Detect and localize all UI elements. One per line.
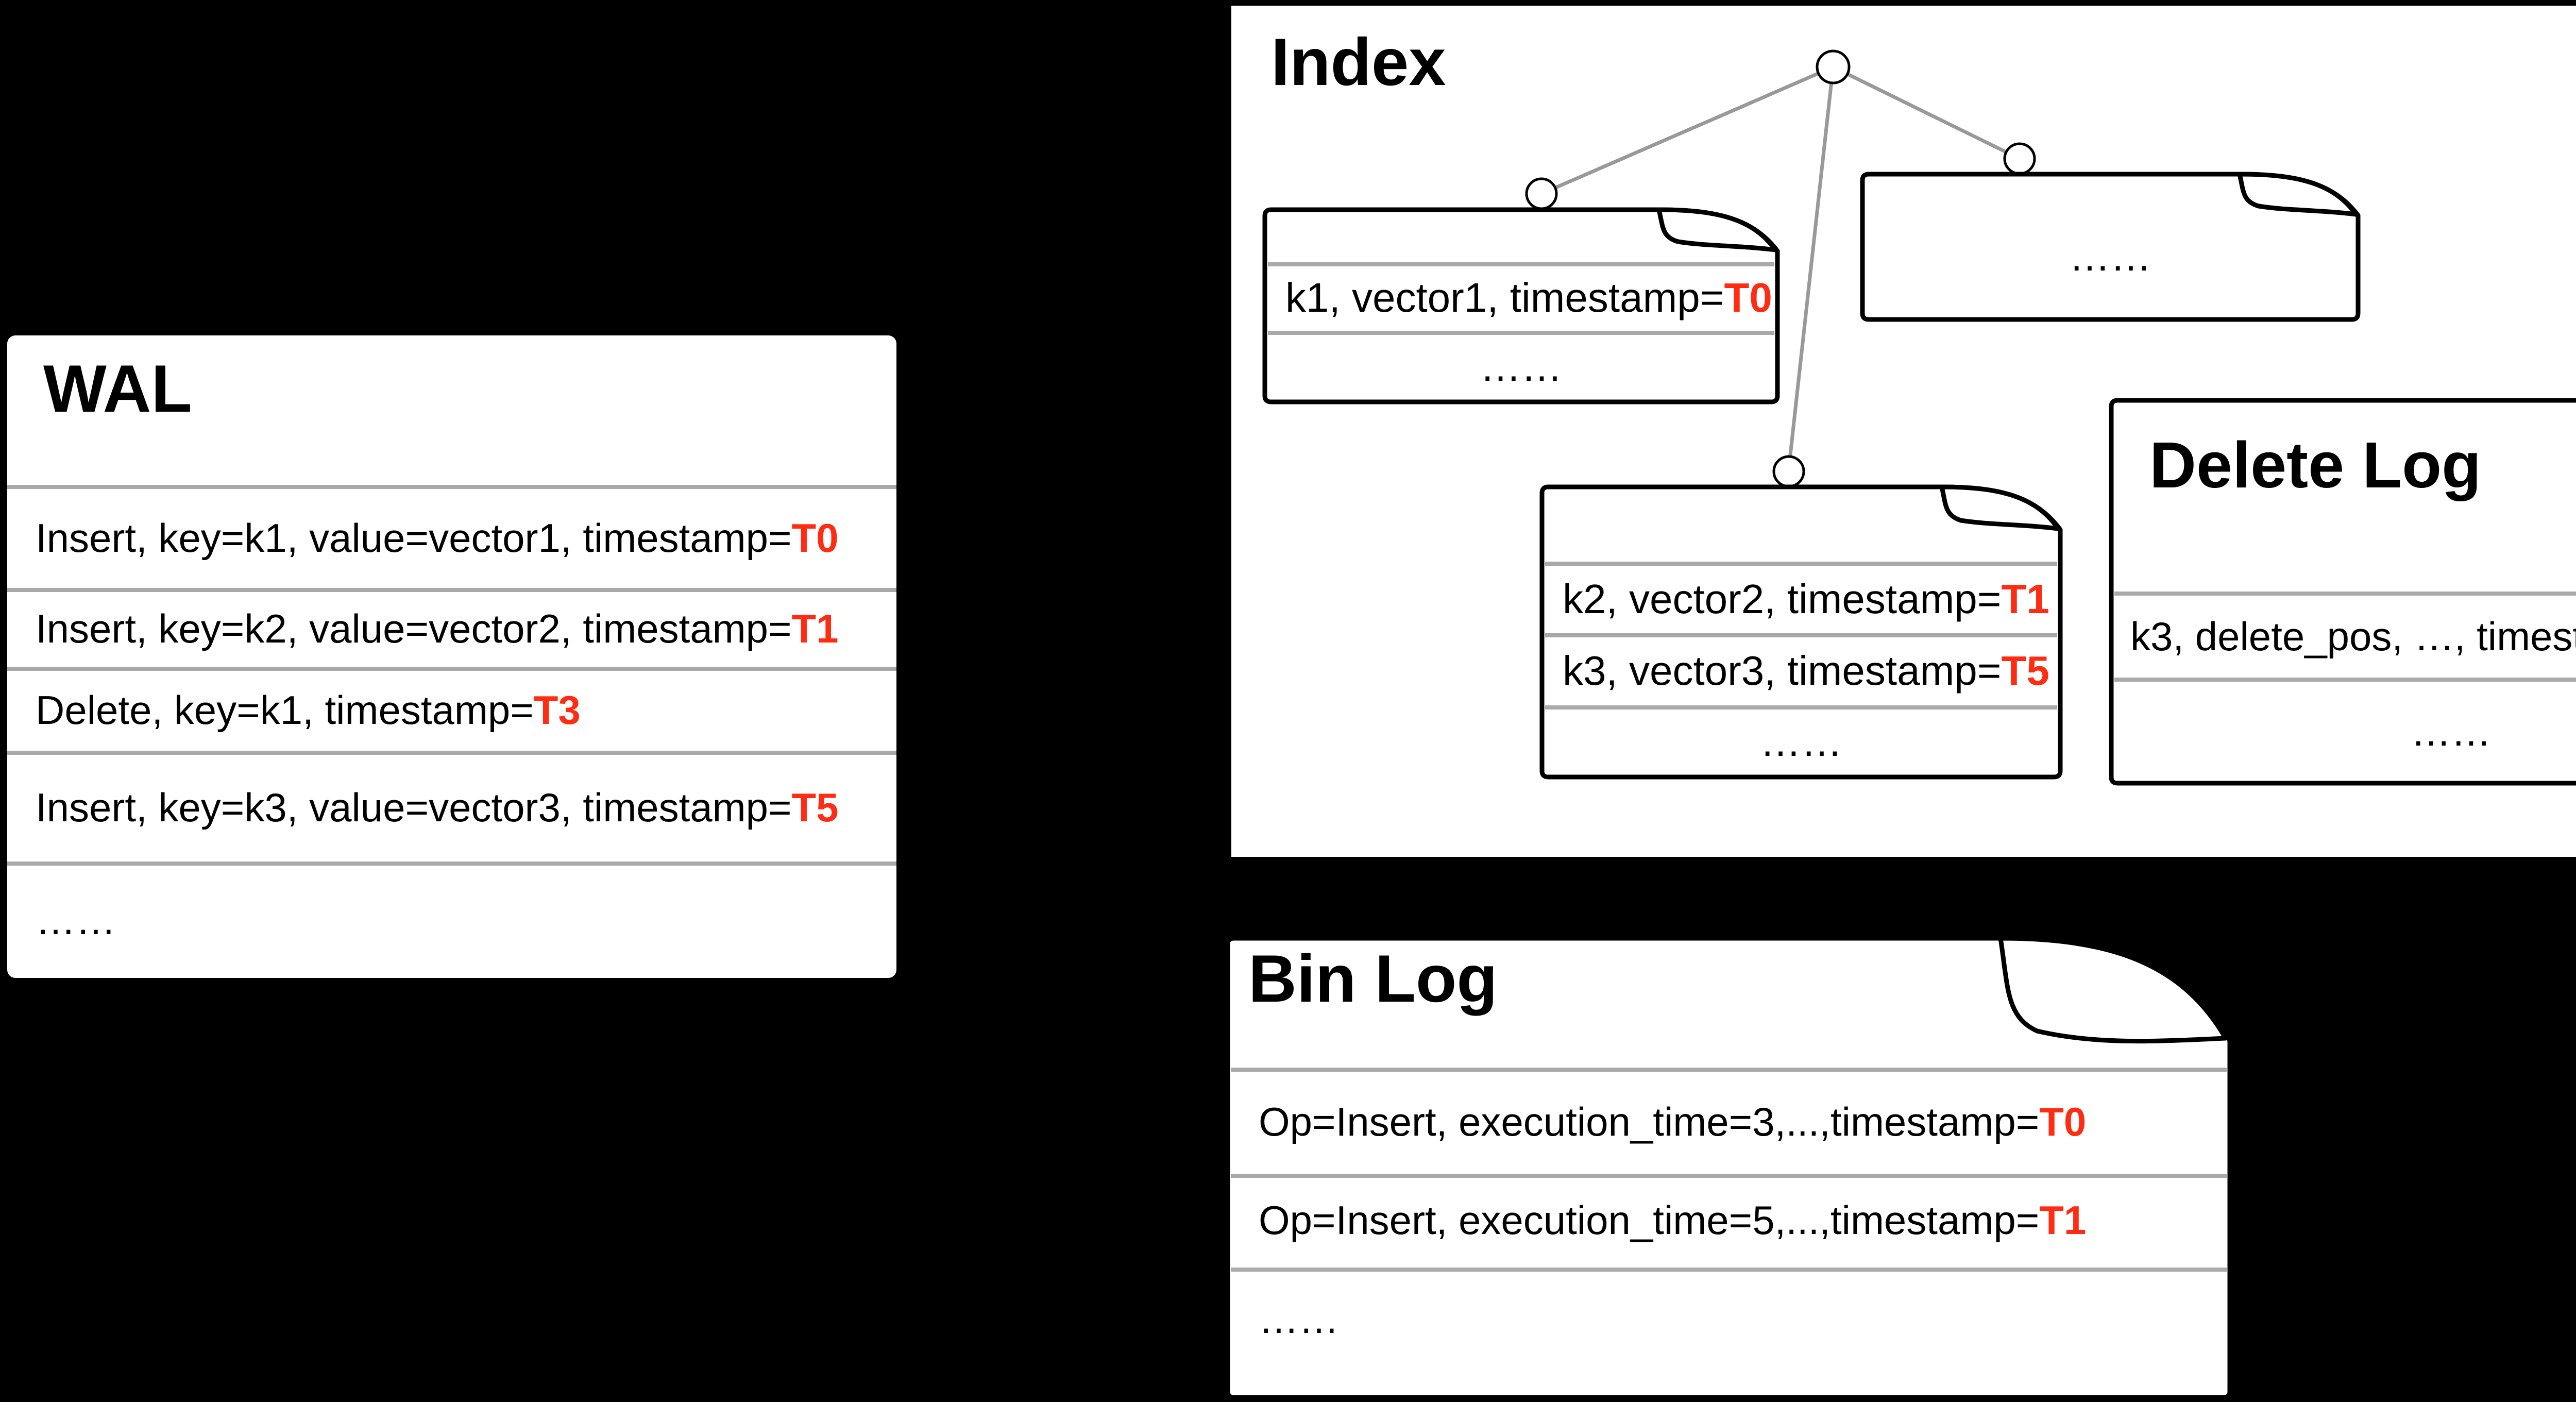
segment-row-text: ……	[2069, 233, 2151, 279]
wal-row: Insert, key=k1, value=vector1, timestamp…	[36, 518, 839, 558]
segment-row-text: ……	[1760, 719, 1842, 765]
wal-row: Insert, key=k3, value=vector3, timestamp…	[36, 787, 839, 827]
timestamp-badge: T5	[791, 785, 839, 830]
segment3-row: k3, vector3, timestamp=T5	[1563, 650, 2049, 691]
wal-row-text: ……	[36, 898, 116, 943]
tree-node-icon	[1525, 177, 1558, 210]
segment-row-text: k3, vector3, timestamp=	[1563, 648, 2002, 694]
divider	[7, 667, 896, 671]
tree-edge	[1787, 66, 1835, 469]
delete-log-title: Delete Log	[2149, 429, 2482, 501]
wal-row: Insert, key=k2, value=vector2, timestamp…	[36, 609, 839, 649]
timestamp-badge: T1	[791, 606, 839, 651]
timestamp-badge: T0	[791, 515, 839, 561]
wal-row-text: Insert, key=k2, value=vector2, timestamp…	[36, 606, 792, 651]
divider	[1231, 1068, 2227, 1072]
folded-corner-icon	[2237, 172, 2359, 217]
timestamp-badge: T5	[2001, 648, 2049, 694]
divider	[1545, 705, 2057, 710]
divider	[1231, 1174, 2227, 1178]
delete-log-row-text: ……	[2411, 709, 2492, 754]
divider	[2114, 678, 2576, 682]
bin-log-row-ellipsis: ……	[1259, 1299, 1339, 1339]
divider	[1268, 262, 1774, 266]
bin-log-row-text: Op=Insert, execution_time=5,...,timestam…	[1259, 1197, 2040, 1243]
timestamp-badge: T1	[2039, 1197, 2087, 1243]
tree-node-icon	[1772, 455, 1805, 488]
bin-log-row: Op=Insert, execution_time=3,...,timestam…	[1259, 1102, 2086, 1142]
timestamp-badge: T3	[533, 687, 581, 733]
segment1-row: k1, vector1, timestamp=T0	[1285, 277, 1772, 318]
divider	[2114, 592, 2576, 596]
tree-edge	[1540, 65, 1834, 196]
segment2-row-ellipsis: ……	[1862, 236, 2358, 277]
segment3-row: k2, vector2, timestamp=T1	[1563, 579, 2049, 620]
wal-row-ellipsis: ……	[36, 900, 116, 940]
timestamp-badge: T0	[2039, 1099, 2087, 1144]
divider	[7, 588, 896, 592]
wal-title: WAL	[43, 351, 192, 426]
divider	[1545, 562, 2057, 566]
folded-corner-icon	[1998, 936, 2228, 1044]
divider	[1268, 331, 1774, 335]
wal-row-text: Insert, key=k1, value=vector1, timestamp…	[36, 515, 792, 561]
tree-node-icon	[2003, 142, 2036, 175]
segment-row-text: k2, vector2, timestamp=	[1563, 576, 2002, 622]
divider	[7, 485, 896, 489]
tree-edge	[1832, 65, 2021, 161]
folded-corner-icon	[1656, 207, 1778, 252]
timestamp-badge: T1	[2001, 576, 2049, 622]
index-title: Index	[1271, 24, 1446, 99]
segment-row-text: ……	[1480, 344, 1563, 390]
divider	[1231, 1268, 2227, 1272]
folded-corner-icon	[1939, 484, 2061, 531]
segment3-row-ellipsis: ……	[1542, 721, 2060, 763]
bin-log-row-text: ……	[1259, 1296, 1339, 1342]
wal-row: Delete, key=k1, timestamp=T3	[36, 690, 581, 730]
delete-log-row-ellipsis: ……	[2111, 712, 2576, 752]
wal-row-text: Insert, key=k3, value=vector3, timestamp…	[36, 785, 792, 830]
delete-log-row: k3, delete_pos, …, timestamp=T3	[2130, 616, 2576, 656]
timestamp-badge: T0	[1724, 275, 1772, 320]
divider	[7, 862, 896, 866]
segment1-row-ellipsis: ……	[1265, 346, 1777, 387]
divider	[7, 751, 896, 755]
wal-row-text: Delete, key=k1, timestamp=	[36, 687, 534, 733]
segment-row-text: k1, vector1, timestamp=	[1285, 275, 1724, 320]
bin-log-title: Bin Log	[1248, 941, 1498, 1016]
delete-log-row-text: k3, delete_pos, …, timestamp=	[2130, 614, 2576, 659]
divider	[1545, 633, 2057, 637]
bin-log-row: Op=Insert, execution_time=5,...,timestam…	[1259, 1200, 2086, 1240]
bin-log-row-text: Op=Insert, execution_time=3,...,timestam…	[1259, 1099, 2040, 1144]
tree-root-node-icon	[1816, 49, 1851, 85]
wal-panel	[7, 335, 896, 978]
